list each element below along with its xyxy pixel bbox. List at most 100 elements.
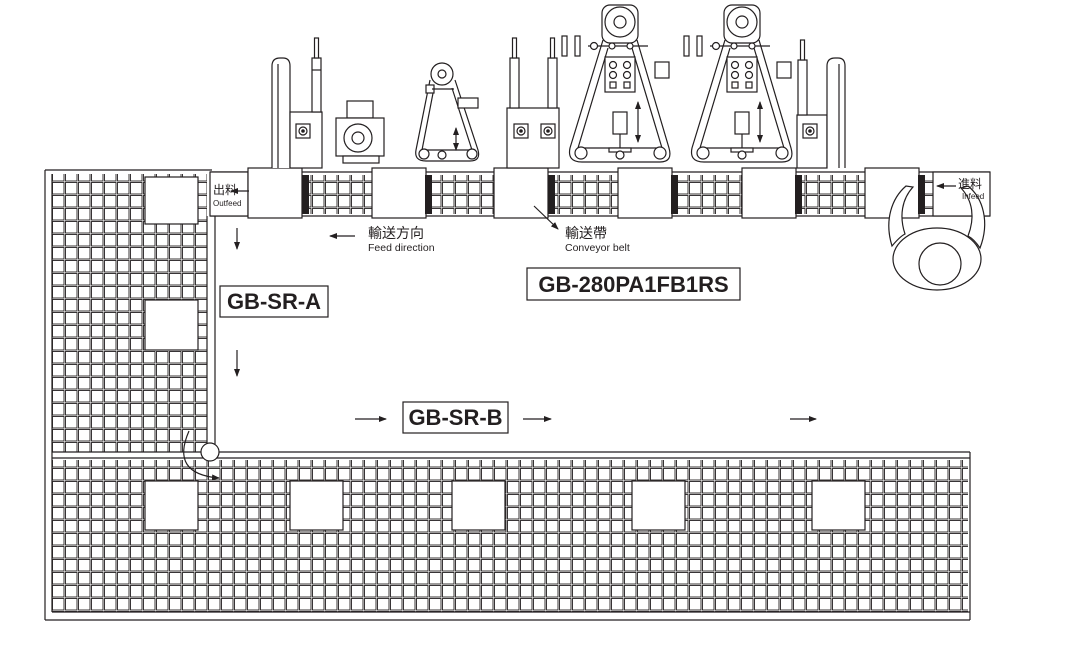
conveyor-belt-en: Conveyor belt [565,242,630,254]
belt-station-3 [493,167,549,219]
motor-unit [335,100,385,164]
wide-sander-rod-left [683,35,690,57]
belt-divider-4 [671,175,678,214]
press-3-cylinder [797,59,808,116]
motor-top-housing [346,100,374,119]
wide-sander-panel-switch [731,81,739,89]
return-conveyor-b [45,451,971,621]
wide-sander-tension-joint-2 [730,42,738,50]
wide-sander-piston [734,111,750,135]
workpiece-conveyor-b-1 [144,480,199,531]
wide-sander-rod-right [574,35,581,57]
small-sander-roller-left [418,148,430,160]
workpiece-conveyor-b-3 [451,480,506,531]
infeed-label-zh: 進料 [958,177,982,191]
model-label-sr-b-box [402,401,509,434]
wide-sander-panel-switch [623,81,631,89]
belt-divider-1 [302,175,309,214]
press-2-rod-left [511,37,518,59]
rotation-arrow [183,430,220,481]
wide-belt-sander-2 [683,4,793,163]
belt-divider-2 [425,175,432,214]
wide-sander-top-pulley [604,6,636,38]
small-sander-side-box [457,97,479,109]
small-sander-roller-middle [437,150,447,160]
press-2-cylinder-left [509,57,520,109]
wide-sander-panel-knob [622,70,632,80]
infeed-label: 進料 Infeed [936,177,984,201]
small-sander-pulley-hub [437,69,447,79]
press-2-gauge-right-dial [543,126,553,136]
press-2-gauge-left-dial [516,126,526,136]
feed-direction-en: Feed direction [368,242,435,254]
workpiece-conveyor-b-5 [811,480,866,531]
wide-sander-side-bracket [776,61,792,79]
wide-sander-tension-joint-2 [608,42,616,50]
model-label-sr-a: GB-SR-A [219,285,329,318]
flow-arrows [234,228,817,422]
operator-figure [888,185,986,291]
operator-right-arm [959,185,986,250]
press-unit-1 [271,37,323,169]
model-label-main: GB-280PA1FB1RS [526,267,741,301]
outfeed-zone [209,171,249,217]
press-2-gauge-right-center [546,129,550,133]
press-1-gauge-dial [298,126,308,136]
wide-sander-roller-right [653,146,667,160]
operator-head [918,242,962,286]
wide-sander-piston [612,111,628,135]
wide-sander-panel-knob [744,60,754,70]
wide-sander-panel-knob [608,70,618,80]
motor-flywheel [343,123,373,153]
wide-sander-pulley-hub [735,15,749,29]
belt-station-1 [247,167,303,219]
press-3-column [826,57,846,168]
wide-sander-tension-joint-1 [589,41,599,51]
press-1-gauge-center [301,129,305,133]
feed-direction-label: 輸送方向 Feed direction [329,226,435,254]
press-2-cylinder-right [547,57,558,109]
belt-divider-5 [795,175,802,214]
belt-station-4 [617,167,673,219]
model-label-sr-b-text: GB-SR-B [408,405,502,430]
outfeed-label-en: Outfeed [213,199,241,208]
small-belt-sander [415,62,480,162]
press-1-rod [313,37,320,59]
conveyor-belt-zh: 輸送帶 [565,226,607,242]
model-label-sr-a-text: GB-SR-A [227,289,321,314]
model-label-main-text: GB-280PA1FB1RS [538,272,728,297]
workpiece-conveyor-b-4 [631,480,686,531]
belt-station-5 [741,167,797,219]
model-label-sr-a-box [219,285,329,318]
belt-divider-6 [918,175,925,214]
wide-sander-pulley-hub [613,15,627,29]
wide-sander-panel-switch [745,81,753,89]
wide-sander-roller-left [696,146,710,160]
press-1-cylinder [311,57,322,113]
corner-transfer [183,430,220,481]
infeed-label-en: Infeed [962,192,984,201]
wide-sander-panel-knob [608,60,618,70]
wide-sander-tension-joint-3 [748,42,756,50]
wide-sander-belt [690,39,793,163]
press-3-gauge-center [808,129,812,133]
wide-sander-rod-right [696,35,703,57]
wide-sander-rod-left [561,35,568,57]
press-unit-3 [796,39,846,169]
wide-sander-panel-knob [730,70,740,80]
press-2-gauge-left-center [519,129,523,133]
wide-sander-top-pulley [726,6,758,38]
press-2-rod-right [549,37,556,59]
transfer-roller [200,442,220,462]
wide-sander-roller-right [775,146,789,160]
workpiece-conveyor-b-2 [289,480,344,531]
wide-sander-roller-middle [737,150,747,160]
wide-belt-sander-1 [561,4,671,163]
motor-hub [351,131,365,145]
motor-base [342,155,380,164]
outfeed-label: 出料 Outfeed [213,183,249,208]
wide-sander-tension-joint-1 [711,41,721,51]
model-label-sr-b: GB-SR-B [402,401,509,434]
press-unit-2 [506,37,560,169]
